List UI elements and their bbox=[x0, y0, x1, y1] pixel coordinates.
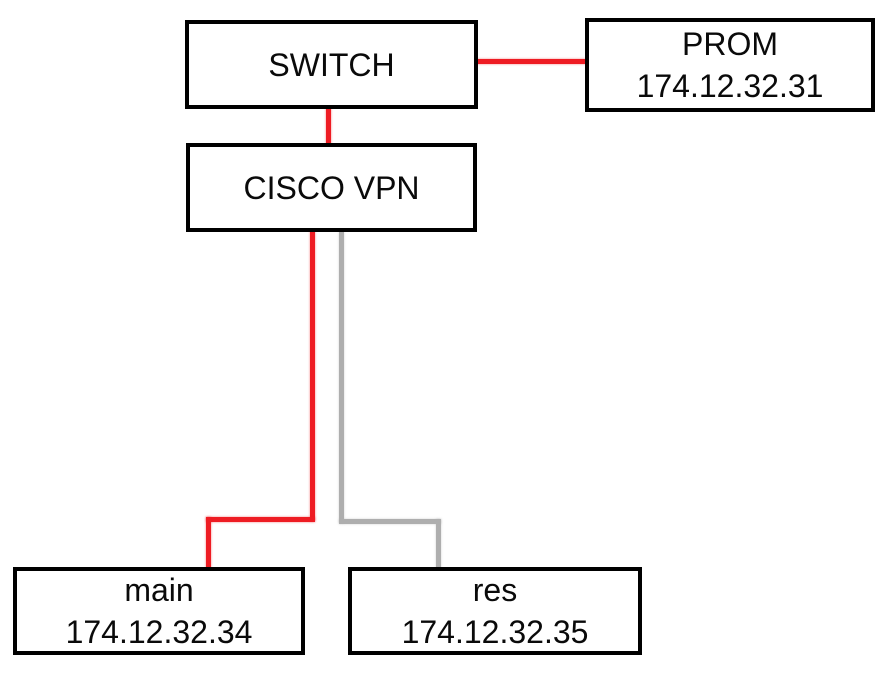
node-prom-label: PROM bbox=[682, 26, 778, 62]
node-switch-label: SWITCH bbox=[268, 46, 395, 83]
link-switch-cisco-vpn bbox=[326, 107, 331, 145]
link-cisco-vpn-res-elbow bbox=[339, 519, 441, 524]
node-prom-ip: 174.12.32.31 bbox=[636, 68, 824, 104]
node-cisco-vpn-label: CISCO VPN bbox=[243, 169, 420, 206]
node-res-ip: 174.12.32.35 bbox=[401, 614, 589, 650]
node-switch: SWITCH bbox=[185, 20, 478, 109]
node-res-label: res bbox=[472, 572, 518, 608]
link-cisco-vpn-main-upper bbox=[310, 230, 315, 521]
link-cisco-vpn-res-lower bbox=[436, 519, 441, 569]
link-cisco-vpn-main-elbow bbox=[206, 517, 315, 522]
link-switch-prom bbox=[474, 59, 586, 64]
node-main: main 174.12.32.34 bbox=[13, 567, 305, 655]
node-cisco-vpn: CISCO VPN bbox=[186, 143, 477, 232]
link-cisco-vpn-main-lower bbox=[206, 517, 211, 569]
link-cisco-vpn-res-upper bbox=[339, 232, 344, 523]
node-prom: PROM 174.12.32.31 bbox=[585, 18, 875, 112]
node-main-label: main bbox=[124, 572, 194, 608]
node-main-ip: 174.12.32.34 bbox=[65, 614, 253, 650]
node-res: res 174.12.32.35 bbox=[348, 567, 642, 655]
